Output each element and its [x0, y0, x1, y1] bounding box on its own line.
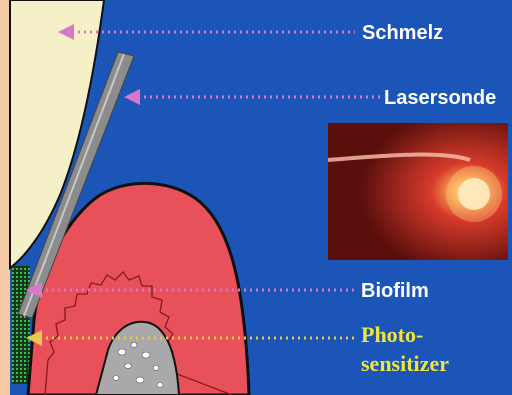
label-schmelz: Schmelz: [362, 22, 443, 44]
left-strip: [0, 0, 10, 395]
label-photosensitizer-line1: Photo-: [361, 322, 423, 347]
label-photosensitizer-line2: sensitizer: [361, 351, 449, 376]
label-biofilm: Biofilm: [361, 280, 429, 302]
biofilm-patch: [12, 266, 30, 384]
laser-treatment-photo: [328, 123, 508, 260]
label-lasersonde: Lasersonde: [384, 87, 496, 109]
